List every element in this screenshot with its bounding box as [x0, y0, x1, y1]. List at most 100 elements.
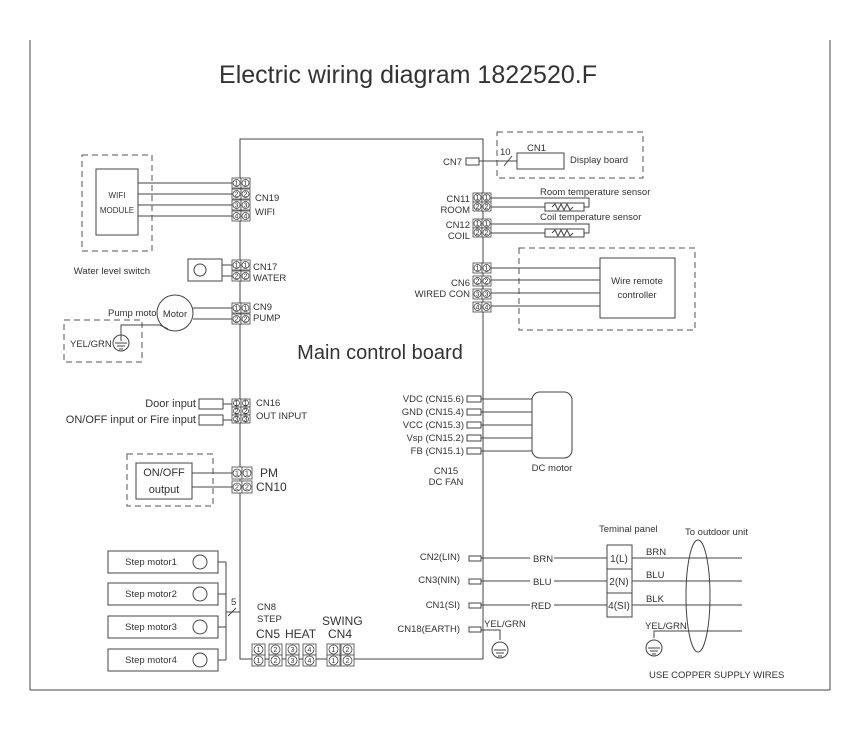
- pin-ring: [232, 482, 242, 492]
- display-board-enclosure: [496, 131, 644, 179]
- terminal-2n-label: 2(N): [609, 577, 628, 588]
- diagram-title: Electric wiring diagram 1822520.F: [219, 61, 597, 89]
- step-motor-label: Step motor1: [125, 557, 177, 568]
- pin-ring: [232, 212, 241, 220]
- pin-ring: [242, 399, 249, 407]
- pin-number: 2: [245, 485, 249, 492]
- pump-yel-grn-label: YEL/GRN: [70, 339, 112, 350]
- cn5-pin-ring: [253, 655, 264, 666]
- pin-ring: [473, 193, 482, 202]
- door-input-terminal: [198, 398, 224, 410]
- cn4-pin-ring: [342, 655, 353, 666]
- cn4-pin-number: 1: [332, 658, 336, 665]
- pin-number: 1: [485, 266, 489, 273]
- cn4-pin-ring: [342, 644, 353, 655]
- pump-label: PUMP: [253, 313, 280, 324]
- fan-pin-socket: [466, 447, 482, 455]
- pin-number: 2: [235, 317, 239, 324]
- outdoor-ground-icon: [645, 639, 663, 657]
- pin-ring: [482, 228, 491, 237]
- pin-number: 1: [244, 181, 248, 188]
- pin-ring: [242, 415, 249, 423]
- pin-number: 3: [244, 417, 248, 424]
- pin-number: 1: [235, 181, 239, 188]
- pin-number: 4: [244, 214, 248, 221]
- pin-number: 1: [235, 306, 239, 313]
- cn11-label: CN11: [446, 194, 470, 205]
- pin-number: 3: [235, 417, 239, 424]
- heat-label: HEAT: [285, 627, 317, 641]
- cn4-pin-ring: [328, 655, 339, 666]
- display-wire-count: 10: [500, 147, 511, 158]
- pin-number: 2: [235, 409, 239, 416]
- pin-ring: [242, 407, 249, 415]
- pin-ring: [241, 190, 250, 198]
- pin-number: 3: [235, 203, 239, 210]
- pin-ring: [473, 277, 482, 285]
- pin-ring: [233, 415, 240, 423]
- pin-number: 1: [244, 401, 248, 408]
- water-level-switch: [187, 258, 223, 282]
- board-earth-wire: [481, 629, 501, 640]
- cable-bundle-icon: [685, 539, 711, 653]
- pin-number: 2: [244, 192, 248, 199]
- pin-ring: [232, 179, 241, 187]
- pin-ring: [241, 272, 250, 280]
- wired-con-label: WIRED CON: [415, 289, 471, 300]
- pin-ring: [241, 304, 250, 312]
- cn2-connector: [468, 555, 482, 562]
- pin-number: 1: [476, 195, 480, 202]
- room-sensor-wire-1: [491, 197, 590, 208]
- onoff-input-terminal: [198, 414, 224, 426]
- pin-ring: [242, 468, 252, 478]
- pin-number: 4: [235, 214, 239, 221]
- pin-number: 2: [235, 274, 239, 281]
- pin-number: 1: [244, 306, 248, 313]
- cn5-pin-number: 3: [291, 647, 295, 654]
- pin-number: 1: [235, 471, 239, 478]
- pin-ring: [232, 304, 241, 312]
- step-label: STEP: [257, 614, 282, 625]
- fan-pin-label: VDC (CN15.6): [403, 394, 464, 405]
- wire-remote-label-2: controller: [617, 290, 656, 301]
- pin-ring: [232, 261, 241, 269]
- pin-ring: [241, 212, 250, 220]
- cn4-pin-ring: [328, 644, 339, 655]
- wire-remote-controller: [599, 257, 676, 319]
- pin-ring: [241, 201, 250, 209]
- onoff-output-enclosure: [126, 453, 214, 507]
- cn10-label: CN10: [256, 480, 287, 494]
- room-sensor-thermistor-icon: [551, 202, 574, 212]
- wire-remote-enclosure: [518, 247, 696, 331]
- coil-sensor-wire-1: [491, 223, 590, 234]
- to-outdoor-unit-label: To outdoor unit: [685, 527, 748, 538]
- pin-number: 2: [235, 192, 239, 199]
- cn8-label: CN8: [257, 602, 276, 613]
- cn5-pin-number: 2: [274, 647, 278, 654]
- cn5-pin-ring: [270, 644, 281, 655]
- cn5-pin-ring: [304, 655, 315, 666]
- pin-number: 2: [485, 279, 489, 286]
- pin-number: 2: [244, 409, 248, 416]
- onoff-output-label-1: ON/OFF: [143, 467, 185, 479]
- motor-label: Motor: [163, 309, 187, 320]
- fan-pin-socket: [466, 395, 482, 403]
- pin-number: 2: [244, 274, 248, 281]
- pin-ring: [482, 277, 491, 285]
- cn5-pin-number: 4: [308, 647, 312, 654]
- outdoor-earth-wire: [653, 630, 742, 638]
- coil-sensor-thermistor-icon: [551, 228, 574, 238]
- cn5-pin-ring: [253, 644, 264, 655]
- room-sensor-label: Room temperature sensor: [540, 187, 650, 198]
- outdoor-blk-label: BLK: [646, 594, 665, 605]
- pin-ring: [242, 482, 252, 492]
- step-motor-icon: [192, 619, 208, 635]
- wire-brn-label: BRN: [533, 554, 553, 565]
- pin-ring: [473, 202, 482, 211]
